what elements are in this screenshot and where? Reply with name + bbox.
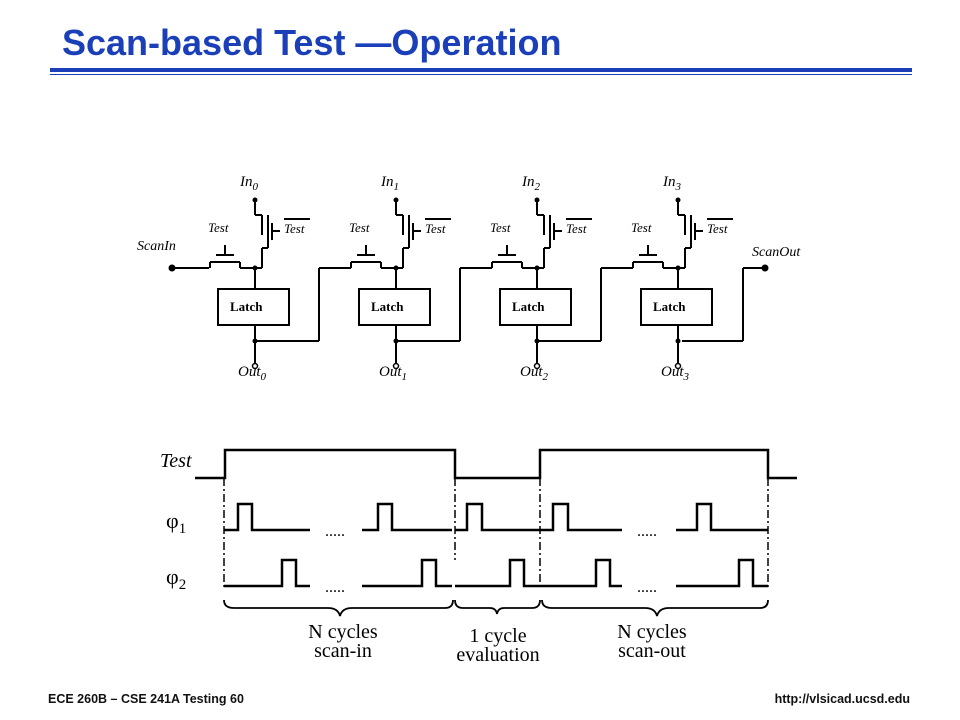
latch-label: Latch	[230, 299, 263, 314]
svg-text:.....: .....	[325, 579, 345, 596]
latch-label: Latch	[512, 299, 545, 314]
output-label-2: Out2	[520, 364, 549, 383]
title-underline	[50, 68, 912, 72]
brace-label-scan-out-line1: N cycles	[617, 621, 687, 643]
footer-course: ECE 260B – CSE 241A Testing 60	[48, 692, 244, 706]
latch-label: Latch	[371, 299, 404, 314]
brace-scan-out	[541, 599, 769, 617]
svg-text:.....: .....	[325, 523, 345, 540]
latch-box	[217, 288, 290, 326]
test-gate-label-0: Test	[208, 220, 229, 235]
brace-evaluation	[454, 599, 541, 615]
brace-label-scan-in-line2: scan-in	[314, 640, 372, 662]
test-gate-label-3: Test	[631, 220, 652, 235]
latch-box	[640, 288, 713, 326]
test-waveform	[195, 448, 797, 480]
waveform-test-label: Test	[160, 450, 192, 472]
phi1-waveform	[224, 502, 310, 532]
test-bar-label-1: Test	[425, 221, 446, 236]
input-label-2: In2	[521, 174, 541, 193]
test-bar-label-2: Test	[566, 221, 587, 236]
latch-box	[358, 288, 431, 326]
output-label-0: Out0	[238, 364, 267, 383]
input-label-1: In1	[380, 174, 399, 193]
phi2-waveform	[224, 558, 310, 588]
brace-label-eval-line2: evaluation	[456, 644, 539, 666]
svg-text:.....: .....	[637, 579, 657, 596]
test-gate-label-1: Test	[349, 220, 370, 235]
input-label-3: In3	[662, 174, 682, 193]
output-label-1: Out1	[379, 364, 407, 383]
phi1-label: φ1	[166, 508, 186, 537]
test-bar-label-0: Test	[284, 221, 305, 236]
brace-scan-in	[223, 599, 454, 617]
latch-box	[499, 288, 572, 326]
brace-label-scan-out-line2: scan-out	[618, 640, 686, 662]
scan-out-label: ScanOut	[752, 245, 801, 260]
test-bar-label-3: Test	[707, 221, 728, 236]
scan-in-label: ScanIn	[137, 239, 176, 254]
test-gate-label-2: Test	[490, 220, 511, 235]
title-underline-thin	[50, 74, 912, 75]
brace-label-eval-line1: 1 cycle	[469, 625, 526, 647]
phi2-label: φ2	[166, 564, 186, 593]
output-label-3: Out3	[661, 364, 690, 383]
input-label-0: In0	[239, 174, 259, 193]
brace-label-scan-in-line1: N cycles	[308, 621, 378, 643]
svg-text:.....: .....	[637, 523, 657, 540]
latch-label: Latch	[653, 299, 686, 314]
footer-url: http://vlsicad.ucsd.edu	[774, 692, 910, 706]
slide-title: Scan-based Test —Operation	[62, 22, 562, 63]
